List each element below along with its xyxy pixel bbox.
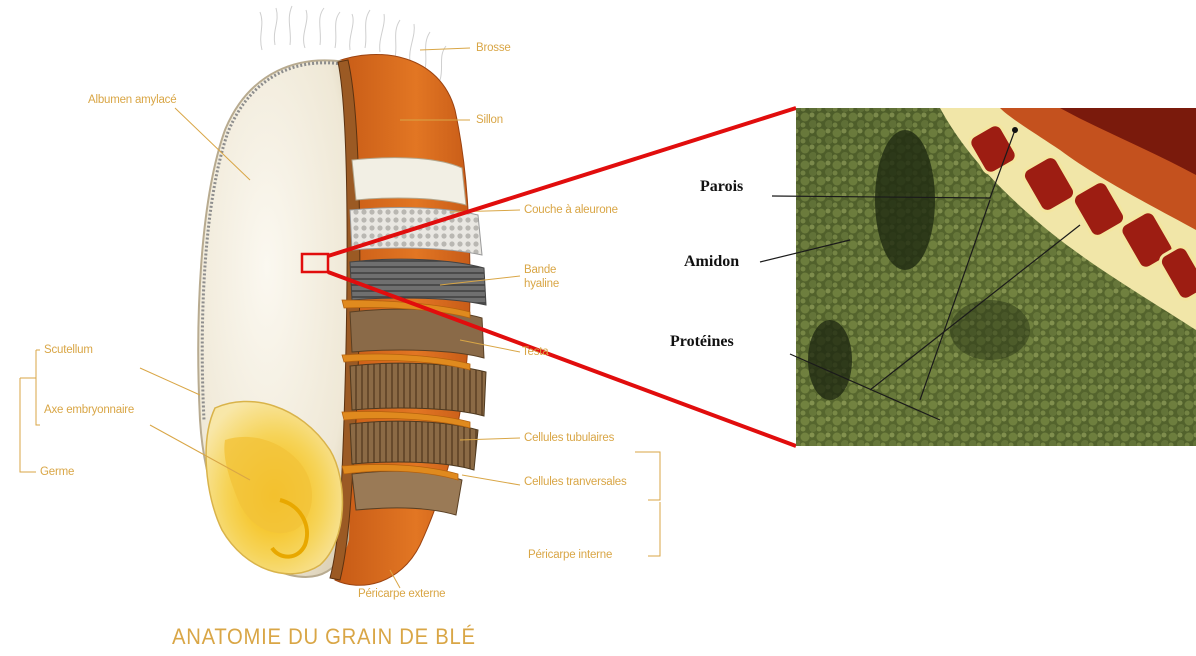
- label-sillon: Sillon: [476, 114, 503, 127]
- label-aleurone: Couche à aleurone: [524, 204, 618, 217]
- layer-pericarp-inner: [352, 471, 462, 515]
- label-transversales: Cellules tranversales: [524, 476, 627, 489]
- label-proteines: Protéines: [670, 333, 734, 351]
- label-brosse: Brosse: [476, 42, 511, 55]
- label-amidon: Amidon: [684, 253, 739, 271]
- diagram-title: ANATOMIE DU GRAIN DE BLÉ: [172, 624, 476, 650]
- label-albumen: Albumen amylacé: [88, 94, 176, 107]
- label-tubulaires: Cellules tubulaires: [524, 432, 614, 445]
- label-testa: Testa: [522, 346, 549, 359]
- layer-transverse-cells: [350, 421, 478, 470]
- label-axe: Axe embryonnaire: [44, 404, 134, 417]
- layer-tubular-cells: [350, 363, 486, 416]
- label-scutellum: Scutellum: [44, 344, 93, 357]
- label-hyaline-2: hyaline: [524, 278, 559, 291]
- label-germe: Germe: [40, 466, 74, 479]
- label-parois: Parois: [700, 178, 743, 196]
- micrograph: [760, 108, 1196, 446]
- label-pericarpe-interne: Péricarpe interne: [528, 549, 612, 562]
- label-hyaline-1: Bande: [524, 264, 556, 277]
- label-pericarpe-externe: Péricarpe externe: [358, 588, 445, 601]
